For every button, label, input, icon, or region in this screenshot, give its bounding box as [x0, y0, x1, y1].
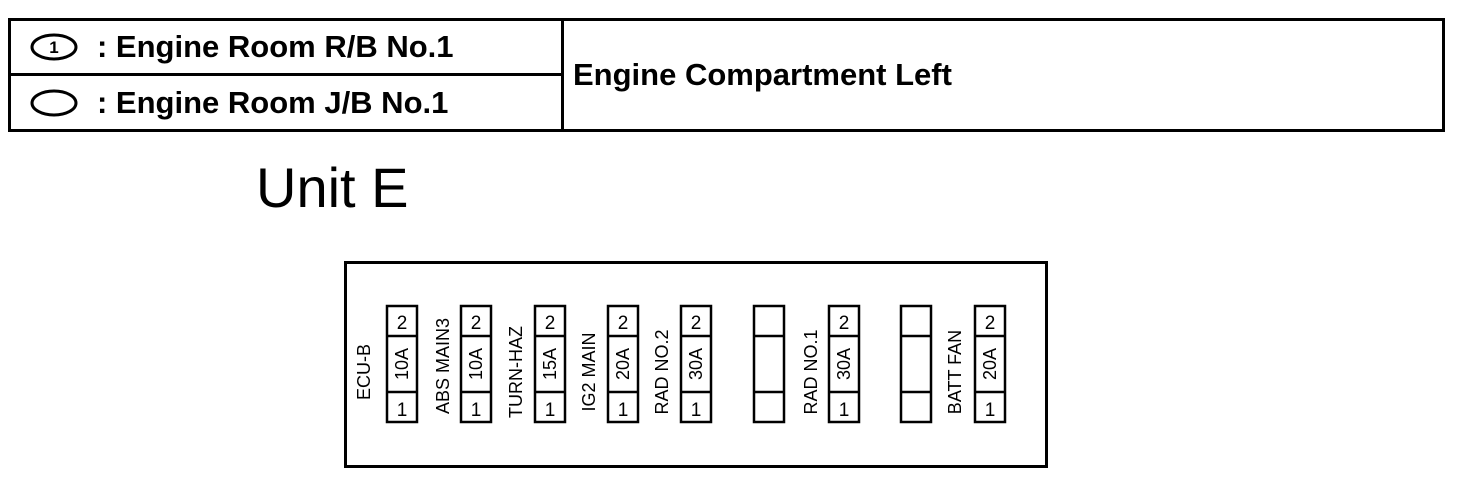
fuse-slot: 2 10A 1 ABS MAIN3 [433, 304, 493, 424]
fuse-name-label: ABS MAIN3 [433, 318, 453, 414]
fuse-slot-outline [973, 304, 1007, 424]
fuse-pin-top: 2 [839, 313, 850, 334]
fuse-slot-outline [827, 304, 861, 424]
fuse-name-label: ECU-B [354, 344, 374, 400]
fuse-pin-top: 2 [691, 313, 702, 334]
fuse-pin-bottom: 1 [471, 400, 482, 421]
legend-row-junction-block: : Engine Room J/B No.1 [11, 76, 561, 129]
unit-title: Unit E [256, 156, 409, 219]
fuse-slot-outline [385, 304, 419, 424]
fuse-slot: 2 15A 1 TURN-HAZ [506, 304, 567, 424]
fuse-pin-bottom: 1 [691, 400, 702, 421]
junction-block-label: : Engine Room J/B No.1 [97, 84, 449, 120]
fuse-amperage: 30A [834, 348, 854, 380]
fuse-name-label: RAD NO.1 [801, 329, 821, 414]
fuse-slot: 2 20A 1 IG2 MAIN [579, 304, 640, 424]
fuse-pin-bottom: 1 [985, 400, 996, 421]
location-label: Engine Compartment Left [573, 57, 952, 92]
fuse-slot-outline [679, 304, 713, 424]
fuse-amperage: 15A [540, 348, 560, 380]
fuse-pin-bottom: 1 [545, 400, 556, 421]
fuse-name-label: TURN-HAZ [506, 326, 526, 418]
fuse-slot-outline [752, 304, 786, 424]
fuse-amperage: 10A [392, 348, 412, 380]
fuse-slot: 2 10A 1 ECU-B [354, 304, 419, 424]
legend-row-divider [11, 73, 561, 76]
fuse-amperage: 30A [686, 348, 706, 380]
fuse-slot: 2 30A 1 RAD NO.1 [801, 304, 861, 424]
junction-block-symbol-icon [30, 89, 78, 116]
fuse-name-label: RAD NO.2 [652, 329, 672, 414]
empty-fuse-slot [752, 304, 786, 424]
relay-block-label: : Engine Room R/B No.1 [97, 29, 454, 64]
fuse-amperage: 20A [980, 348, 1000, 380]
legend-row-relay-block: 1 : Engine Room R/B No.1 [11, 21, 561, 73]
fuse-slot-outline [533, 304, 567, 424]
fuse-pin-top: 2 [618, 313, 629, 334]
fuse-slot-outline [459, 304, 493, 424]
relay-block-symbol-number: 1 [49, 38, 58, 57]
legend-table: 1 : Engine Room R/B No.1 : Engine Room J… [8, 18, 1445, 132]
fuse-panel-diagram: 2 10A 1 ECU-B 2 10A 1 ABS MAIN3 2 15A 1 TURN-HAZ 2 20… [354, 304, 1007, 424]
fuse-amperage: 10A [466, 348, 486, 380]
fuse-pin-top: 2 [471, 313, 482, 334]
fuse-pin-bottom: 1 [839, 400, 850, 421]
fuse-slot: 2 30A 1 RAD NO.2 [652, 304, 713, 424]
fuse-pin-top: 2 [397, 313, 408, 334]
fuse-name-label: BATT FAN [945, 330, 965, 414]
legend-column-divider [561, 21, 564, 129]
fuse-pin-bottom: 1 [618, 400, 629, 421]
fuse-pin-top: 2 [985, 313, 996, 334]
fuse-slot-outline [899, 304, 933, 424]
fuse-pin-bottom: 1 [397, 400, 408, 421]
fuse-pin-top: 2 [545, 313, 556, 334]
fuse-slot: 2 20A 1 BATT FAN [945, 304, 1007, 424]
fuse-panel: 2 10A 1 ECU-B 2 10A 1 ABS MAIN3 2 15A 1 TURN-HAZ 2 20… [344, 261, 1048, 468]
fuse-amperage: 20A [613, 348, 633, 380]
fuse-name-label: IG2 MAIN [579, 332, 599, 411]
fuse-slot-outline [606, 304, 640, 424]
relay-block-symbol-icon: 1 [30, 33, 78, 61]
empty-fuse-slot [899, 304, 933, 424]
